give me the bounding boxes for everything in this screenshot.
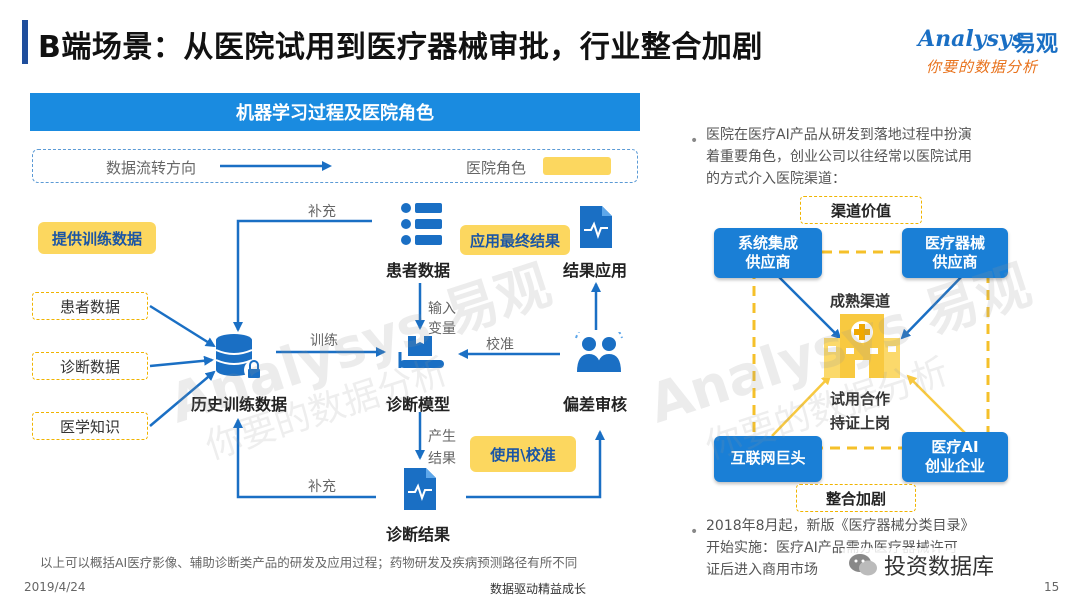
ai-startup-line-2: 创业企业: [924, 457, 985, 475]
edge-label-supplement-bottom: 补充: [308, 479, 336, 495]
device-supplier-line-1: 医疗器械: [924, 233, 985, 252]
page-title: B端场景：从医院试用到医疗器械审批，行业整合加剧: [38, 30, 763, 65]
ecosystem-connectors: [752, 250, 990, 450]
edge-label-train: 训练: [310, 333, 338, 349]
edge-label-supplement-top: 补充: [308, 204, 336, 220]
node-history-training-data: 历史训练数据: [191, 395, 288, 414]
use-calibrate-tag: 使用\校准: [470, 436, 576, 472]
mature-channel-label: 成熟渠道: [830, 292, 891, 310]
diagram-banner: 机器学习过程及医院角色: [30, 93, 640, 131]
legend-box: [32, 149, 638, 183]
title-accent-bar: [22, 20, 28, 64]
result-document-icon: [580, 206, 612, 248]
diagnosis-document-icon: [404, 468, 436, 510]
legend-hospital-swatch: [543, 157, 611, 175]
patient-list-icon: [401, 203, 442, 245]
brand-logo: Analysys 易观 你要的数据分析: [918, 26, 1068, 82]
edge-label-calibrate: 校准: [486, 337, 514, 353]
system-integrator-line-1: 系统集成: [737, 233, 798, 252]
legend-arrow-icon: [220, 161, 332, 171]
wechat-account-label: 投资数据库: [884, 555, 995, 580]
node-result-application: 结果应用: [563, 261, 628, 280]
source-medical-knowledge: 医学知识: [32, 412, 148, 440]
final-result-tag: 应用最终结果: [460, 225, 570, 255]
internet-giant-box: 互联网巨头: [714, 436, 822, 482]
ai-startup-box: 医疗AI 创业企业: [902, 432, 1008, 482]
bullet-hospital-role-line-2: 着重要角色，创业公司以往经常以医院试用: [706, 149, 972, 165]
integration-label: 整合加剧: [796, 484, 916, 512]
diagram-footnote: 以上可以概括AI医疗影像、辅助诊断类产品的研发及应用过程；药物研发及疾病预测路径…: [40, 555, 578, 570]
model-box-icon: [398, 336, 444, 368]
edge-label-input-2: 变量: [428, 321, 456, 337]
footer-date: 2019/4/24: [24, 580, 86, 594]
logo-cn-text: 易观: [1014, 32, 1059, 57]
logo-brand-text: Analysys: [918, 26, 1025, 52]
logo-tagline: 你要的数据分析: [926, 58, 1039, 76]
legend-hospital-label: 医院角色: [466, 159, 527, 177]
system-integrator-box: 系统集成 供应商: [714, 228, 822, 278]
source-diagnosis-data: 诊断数据: [32, 352, 148, 380]
bullet-dot-2: •: [690, 524, 699, 540]
edge-label-input-1: 输入: [428, 301, 456, 317]
node-diagnosis-model: 诊断模型: [386, 395, 451, 414]
bullet-regulation-line-3: 证后进入商用市场: [706, 562, 818, 578]
wechat-overlay: [842, 548, 1052, 582]
certified-label: 持证上岗: [830, 414, 891, 432]
node-diagnosis-result: 诊断结果: [386, 525, 451, 544]
bullet-hospital-role-line-3: 的方式介入医院渠道：: [706, 171, 846, 187]
bullet-regulation-line-1: 2018年8月起，新版《医疗器械分类目录》: [706, 518, 975, 534]
channel-value-label: 渠道价值: [800, 196, 922, 224]
trial-coop-label: 试用合作: [830, 390, 891, 408]
node-patient-data: 患者数据: [386, 261, 451, 280]
node-bias-review: 偏差审核: [563, 395, 628, 414]
wechat-icon: [849, 554, 877, 576]
bullet-hospital-role-line-1: 医院在医疗AI产品从研发到落地过程中扮演: [706, 127, 972, 143]
footer-slogan: 数据驱动精益成长: [490, 582, 587, 596]
training-data-tag: 提供训练数据: [38, 222, 156, 254]
footer-page-number: 15: [1044, 580, 1060, 594]
ai-startup-line-1: 医疗AI: [931, 437, 979, 456]
bullet-dot-1: •: [690, 133, 699, 149]
edge-label-produce-2: 结果: [428, 451, 456, 467]
legend-flow-label: 数据流转方向: [106, 159, 197, 177]
device-supplier-box: 医疗器械 供应商: [902, 228, 1008, 278]
review-people-icon: [575, 332, 623, 372]
database-lock-icon: [215, 334, 264, 380]
system-integrator-line-2: 供应商: [745, 253, 791, 271]
bullet-hospital-role: 医院在医疗AI产品从研发到落地过程中扮演 着重要角色，创业公司以往经常以医院试用…: [706, 124, 1050, 190]
hospital-icon: [824, 314, 900, 378]
source-patient-data: 患者数据: [32, 292, 148, 320]
edge-label-produce-1: 产生: [428, 429, 456, 445]
device-supplier-line-2: 供应商: [932, 253, 978, 271]
